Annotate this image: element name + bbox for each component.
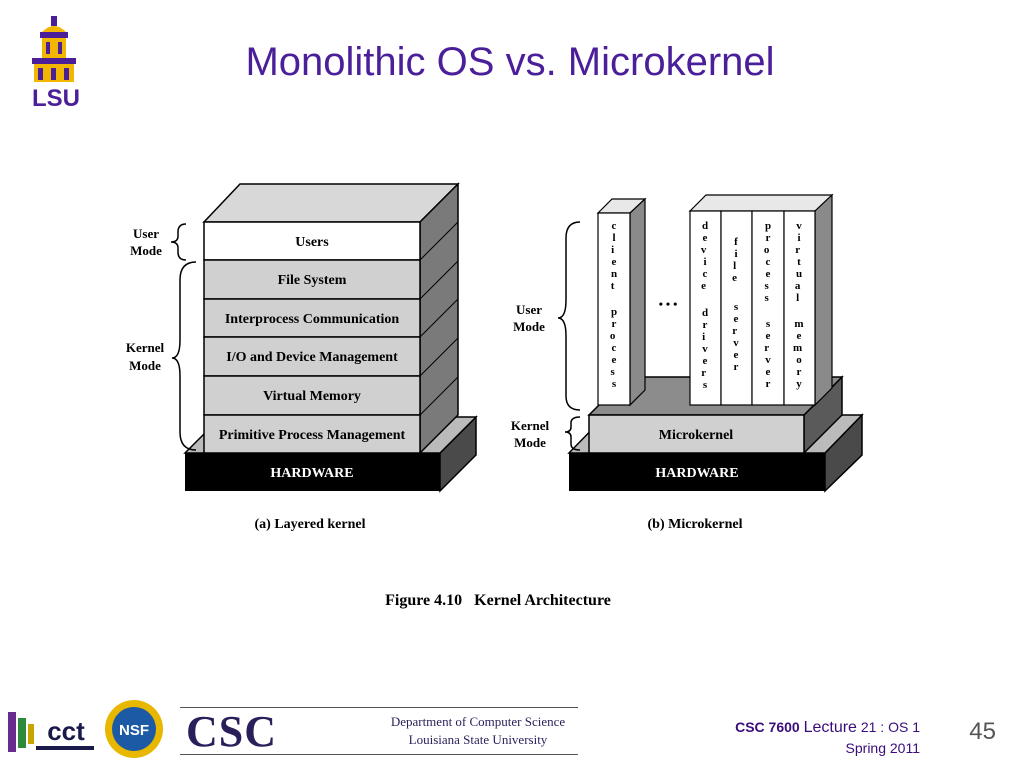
micro-kernel-mode-line1: Kernel bbox=[511, 418, 550, 433]
micro-hardware-block bbox=[569, 453, 825, 491]
kernel-architecture-figure: HARDWARE Users File System Interprocess … bbox=[126, 182, 864, 609]
layer-io-device-management bbox=[203, 336, 421, 377]
micro-ellipsis: • • • bbox=[659, 297, 678, 311]
course-code: CSC 7600 bbox=[735, 719, 800, 735]
layer-primitive-process-management-label: Primitive Process Management bbox=[219, 428, 406, 443]
layered-user-mode-line1: User bbox=[133, 226, 159, 241]
layer-users-label: Users bbox=[295, 235, 329, 250]
csc-logo-text: CSC bbox=[186, 707, 278, 756]
lsu-logo-text: LSU bbox=[32, 85, 80, 110]
micro-hardware-label: HARDWARE bbox=[655, 466, 738, 481]
layer-virtual-memory-label: Virtual Memory bbox=[263, 389, 361, 404]
layered-hardware-block bbox=[185, 453, 440, 491]
layered-user-brace bbox=[170, 223, 187, 261]
lecture-number: 21 : OS 1 bbox=[860, 719, 920, 735]
micro-kernel-mode-line2: Mode bbox=[514, 435, 546, 450]
cct-logo: cct bbox=[8, 712, 94, 752]
lecture-word: Lecture bbox=[803, 719, 857, 736]
layered-hardware-label: HARDWARE bbox=[270, 466, 353, 481]
course-line: CSC 7600 Lecture 21 : OS 1 bbox=[735, 719, 920, 737]
nsf-logo-text: NSF bbox=[119, 722, 149, 739]
layer-users bbox=[203, 221, 421, 261]
micro-user-brace bbox=[557, 221, 581, 411]
micro-subcaption: (b) Microkernel bbox=[648, 517, 743, 532]
dept-line-1: Department of Computer Science bbox=[390, 714, 566, 729]
layered-subcaption: (a) Layered kernel bbox=[255, 517, 366, 532]
figure-caption: Figure 4.10 Kernel Architecture bbox=[385, 592, 611, 609]
lsu-logo: LSU bbox=[32, 16, 80, 110]
nsf-logo: NSF bbox=[105, 700, 163, 758]
term-line: Spring 2011 bbox=[845, 740, 920, 756]
micro-kernel-brace bbox=[564, 416, 581, 451]
csc-banner: CSC Department of Computer Science Louis… bbox=[180, 707, 578, 756]
layered-user-mode-line2: Mode bbox=[130, 243, 162, 258]
layer-ipc bbox=[203, 298, 421, 338]
layer-primitive-process-management bbox=[203, 414, 421, 454]
slide-title: Monolithic OS vs. Microkernel bbox=[245, 40, 775, 84]
cct-logo-text: cct bbox=[47, 716, 85, 746]
layer-io-device-management-label: I/O and Device Management bbox=[226, 350, 398, 365]
micro-user-mode-line2: Mode bbox=[513, 319, 545, 334]
column-device-drivers bbox=[689, 210, 722, 406]
column-client-process bbox=[597, 212, 631, 406]
layered-kernel-mode-line2: Mode bbox=[129, 358, 161, 373]
microkernel-label: Microkernel bbox=[659, 428, 733, 443]
dept-line-2: Louisiana State University bbox=[408, 732, 548, 747]
layer-file-system-label: File System bbox=[278, 273, 347, 288]
slide-number: 45 bbox=[969, 718, 996, 745]
microkernel-block bbox=[588, 414, 805, 454]
layer-ipc-label: Interprocess Communication bbox=[225, 312, 400, 327]
layered-kernel-brace bbox=[171, 261, 197, 451]
column-virtual-memory bbox=[783, 210, 816, 406]
column-file-server bbox=[720, 210, 753, 406]
layered-kernel-mode-line1: Kernel bbox=[126, 340, 165, 355]
layer-file-system bbox=[203, 259, 421, 300]
micro-user-mode-line1: User bbox=[516, 302, 542, 317]
